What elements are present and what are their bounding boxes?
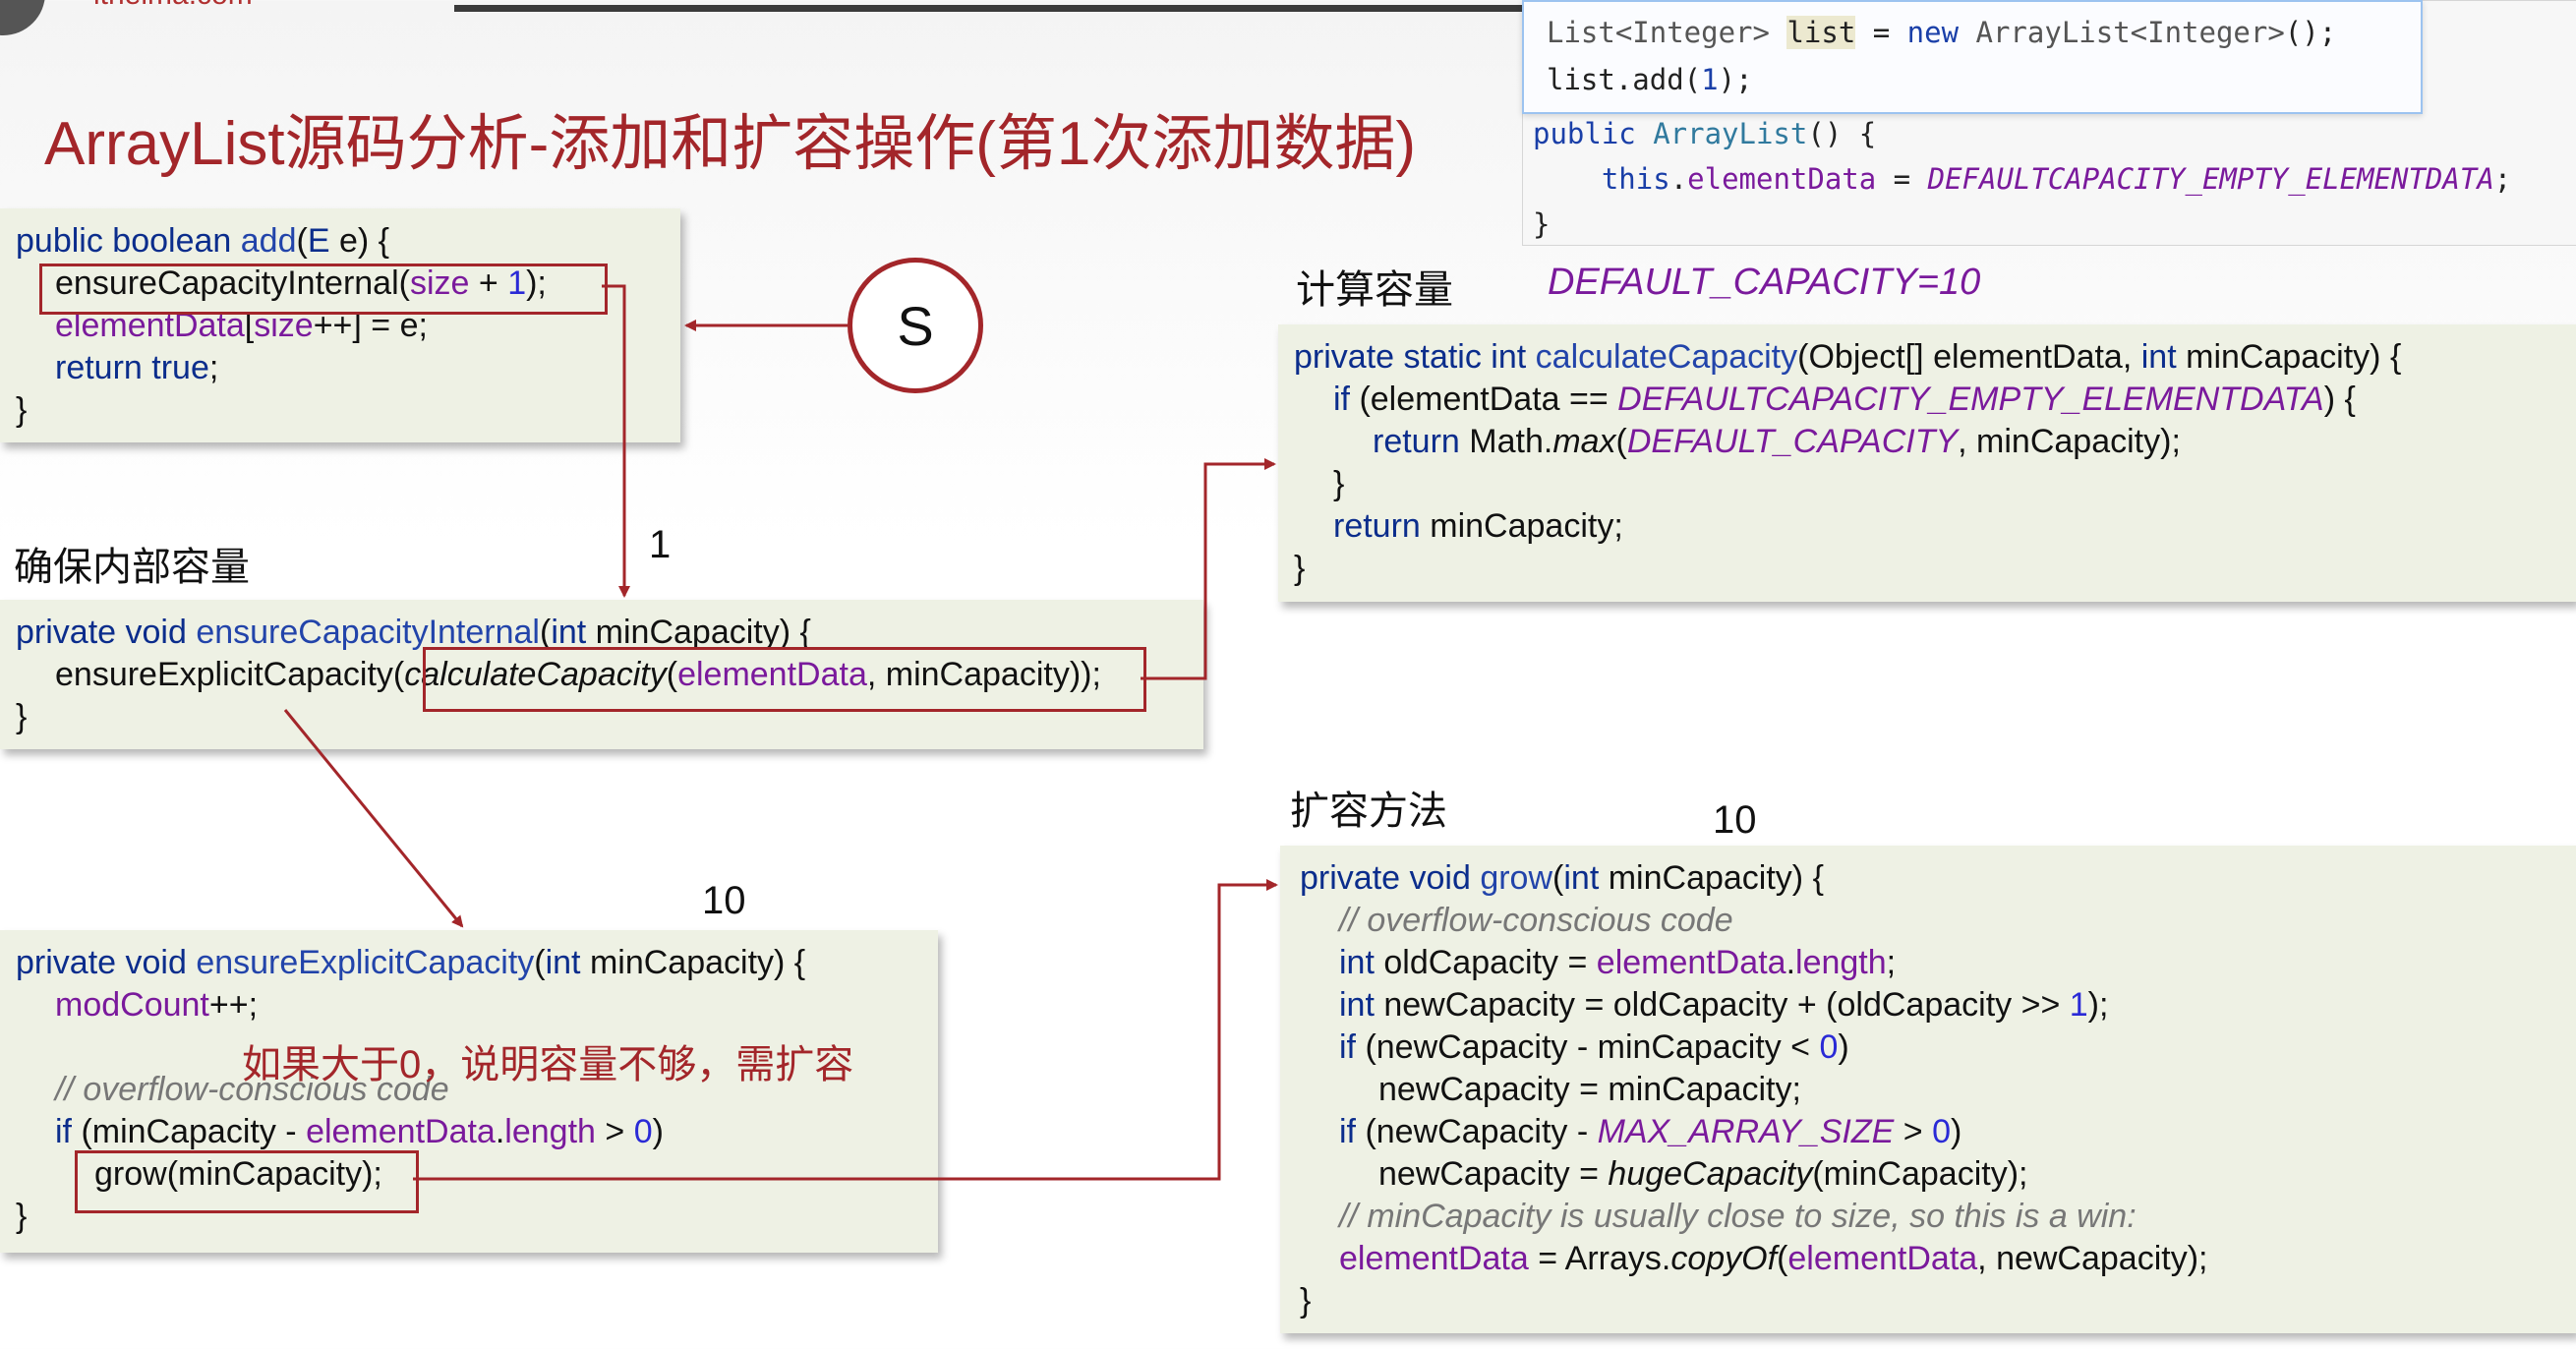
grow-line7: if (newCapacity - MAX_ARRAY_SIZE > 0)	[1339, 1113, 1962, 1150]
calculate-capacity-box: private static int calculateCapacity(Obj…	[1278, 324, 2576, 602]
add-line5: }	[16, 391, 28, 429]
internal-line2: ensureExplicitCapacity(calculateCapacity…	[55, 656, 1101, 693]
explicit-line2: modCount++;	[55, 986, 259, 1024]
grow-line8: newCapacity = hugeCapacity(minCapacity);	[1378, 1155, 2028, 1193]
highlight-grow-call	[75, 1150, 419, 1213]
internal-line3: }	[16, 698, 28, 735]
step-number-10-grow: 10	[1713, 798, 1757, 842]
ensure-explicit-box: private void ensureExplicitCapacity(int …	[0, 930, 938, 1253]
step-number-1: 1	[649, 523, 672, 566]
grow-line1: private void grow(int minCapacity) {	[1300, 859, 1824, 897]
add-line1: public boolean add(E e) {	[16, 222, 389, 260]
ide-ctor-line3: }	[1533, 207, 1551, 241]
arrow-add-to-internal	[602, 284, 630, 598]
logo-text: itheima.com	[93, 0, 253, 12]
step-number-10-explicit: 10	[702, 879, 746, 922]
grow-method-box: private void grow(int minCapacity) { // …	[1280, 846, 2576, 1333]
expand-note: 如果大于0，说明容量不够，需扩容	[242, 1043, 854, 1086]
ide-popup: List<Integer> list = new ArrayList<Integ…	[1522, 0, 2423, 114]
ide-ctor-line1: public ArrayList() {	[1533, 117, 1877, 150]
explicit-line6: }	[16, 1198, 28, 1235]
slide-title: ArrayList源码分析-添加和扩容操作(第1次添加数据)	[44, 110, 1417, 178]
grow-line6: newCapacity = minCapacity;	[1378, 1071, 1801, 1108]
label-grow: 扩容方法	[1290, 790, 1447, 833]
label-calc: 计算容量	[1296, 268, 1453, 312]
add-method-box: public boolean add(E e) { ensureCapacity…	[0, 208, 680, 442]
default-capacity-note: DEFAULT_CAPACITY=10	[1548, 262, 1981, 303]
calc-line5: return minCapacity;	[1333, 507, 1623, 545]
ide-popup-line1: List<Integer> list = new ArrayList<Integ…	[1547, 16, 2337, 49]
explicit-line1: private void ensureExplicitCapacity(int …	[16, 944, 806, 981]
arrow-internal-to-calc	[1141, 458, 1276, 680]
explicit-line4: if (minCapacity - elementData.length > 0…	[55, 1113, 664, 1150]
ensure-internal-box: private void ensureCapacityInternal(int …	[0, 600, 1203, 749]
ide-popup-line2: list.add(1);	[1547, 63, 1753, 96]
grow-line3: int oldCapacity = elementData.length;	[1339, 944, 1897, 981]
calc-line4: }	[1333, 465, 1345, 502]
start-marker: S	[848, 258, 983, 393]
explicit-line5: grow(minCapacity);	[94, 1155, 382, 1193]
ide-ctor-line2: this.elementData = DEFAULTCAPACITY_EMPTY…	[1601, 162, 2512, 196]
arrow-explicit-to-grow	[413, 879, 1278, 1181]
grow-line10: elementData = Arrays.copyOf(elementData,…	[1339, 1240, 2208, 1277]
add-line2: ensureCapacityInternal(size + 1);	[55, 264, 547, 302]
start-marker-label: S	[897, 294, 934, 357]
add-line4: return true;	[55, 349, 219, 386]
explicit-line3: // overflow-conscious code	[55, 1071, 449, 1108]
internal-line1: private void ensureCapacityInternal(int …	[16, 614, 811, 651]
highlight-ensure-call	[39, 264, 608, 315]
calc-line6: }	[1294, 550, 1306, 587]
grow-line4: int newCapacity = oldCapacity + (oldCapa…	[1339, 986, 2109, 1024]
arrow-internal-to-explicit	[283, 709, 464, 928]
label-ensure-internal: 确保内部容量	[14, 546, 250, 589]
grow-line9: // minCapacity is usually close to size,…	[1339, 1198, 2137, 1235]
calc-line1: private static int calculateCapacity(Obj…	[1294, 338, 2402, 376]
grow-line2: // overflow-conscious code	[1339, 902, 1733, 939]
header-divider	[454, 5, 1536, 12]
grow-line5: if (newCapacity - minCapacity < 0)	[1339, 1028, 1849, 1066]
calc-line2: if (elementData == DEFAULTCAPACITY_EMPTY…	[1333, 381, 2356, 418]
calc-line3: return Math.max(DEFAULT_CAPACITY, minCap…	[1373, 423, 2181, 460]
grow-line11: }	[1300, 1282, 1312, 1320]
